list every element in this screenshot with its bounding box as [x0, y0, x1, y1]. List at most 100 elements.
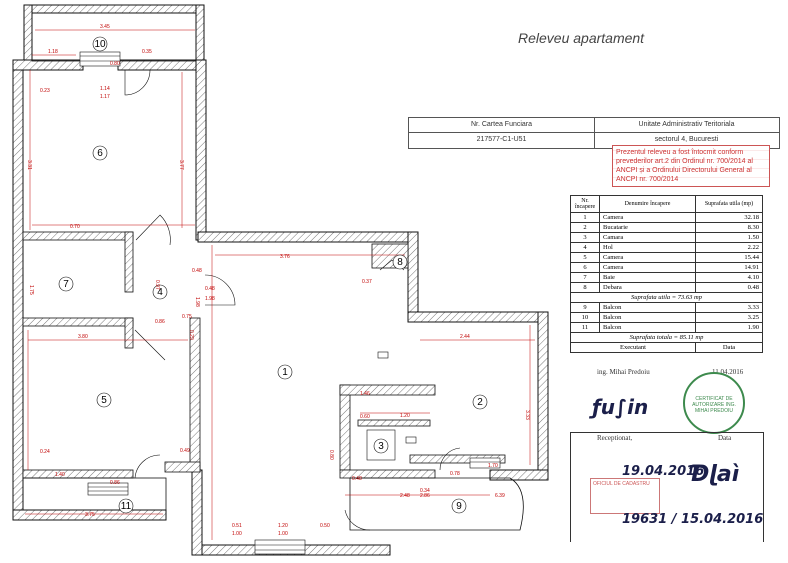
dimension-label: 2.44	[460, 334, 470, 340]
cell-name: Debara	[599, 282, 696, 293]
dimension-label: 3.33	[524, 410, 530, 420]
dimension-label: 3.77	[178, 160, 184, 170]
receipt-signature: Ɗɭaì	[690, 462, 740, 487]
dimension-label: 0.29	[188, 330, 194, 340]
cell-nr: 1	[570, 212, 600, 223]
room-marker	[96, 392, 112, 408]
cell-name: Camera	[599, 212, 696, 223]
receipt-data-label: Data	[718, 434, 732, 442]
dimension-label: 1.98	[205, 296, 215, 302]
dimension-label: 0.86	[155, 319, 165, 325]
cell-name: Camera	[599, 252, 696, 263]
dimension-label: 0.86	[110, 480, 120, 486]
cell-name: Balcon	[599, 302, 696, 313]
header-nr: Nr. încapere	[570, 195, 600, 213]
dimension-label: 0.49	[180, 448, 190, 454]
cell-area: 8.30	[695, 222, 763, 233]
cell-area: 4.10	[695, 272, 763, 283]
dimension-label: 0.70	[70, 224, 80, 230]
dimension-label: 2.86	[420, 493, 430, 499]
receipt-hand-ref: 19631 / 15.04.2016	[622, 512, 764, 527]
cell-nr: 2	[570, 222, 600, 233]
receipt-hand-date: 19.04.2016	[622, 464, 705, 479]
dimension-label: 1.98	[194, 297, 200, 307]
dimension-label: 1.17	[100, 94, 110, 100]
dimension-label: 1.75	[28, 285, 34, 295]
dimension-label: 3.45	[100, 24, 110, 30]
dimension-label: 0.48	[192, 268, 202, 274]
room-number: 10	[94, 39, 106, 50]
doors	[124, 69, 461, 531]
page-title: Releveu apartament	[518, 30, 645, 46]
dimension-label: 3.80	[78, 334, 88, 340]
dimension-label: 0.80	[110, 61, 120, 67]
dimension-label: 0.35	[142, 49, 152, 55]
cell-nr: 4	[570, 242, 600, 253]
room-marker	[277, 364, 293, 380]
room-number: 9	[456, 501, 462, 512]
dimension-label: 1.70	[488, 463, 498, 469]
dimension-label: 0.97	[154, 280, 160, 290]
dimension-label: 0.34	[420, 488, 430, 494]
cell-area: 1.50	[695, 232, 763, 243]
room-marker	[92, 145, 108, 161]
cell-name: Hol	[599, 242, 696, 253]
receipt-label: Receptionat,	[597, 434, 633, 442]
executant-signature: ƒu∫in	[592, 395, 649, 419]
windows	[79, 51, 501, 555]
dimension-label: 3.75	[85, 512, 95, 518]
dimension-label: 0.80	[328, 450, 334, 460]
divider	[570, 432, 763, 433]
room-number: 8	[397, 257, 403, 268]
cell-name: Camara	[599, 232, 696, 243]
dimension-label: 3.76	[280, 254, 290, 260]
dimension-label: 2.48	[400, 493, 410, 499]
dimension-label: 0.60	[360, 414, 370, 420]
room-number: 11	[121, 501, 132, 512]
dimension-label: 0.75	[182, 314, 192, 320]
room-number: 6	[97, 148, 103, 159]
grand-total: Suprafata totala = 85.11 mp	[570, 332, 763, 343]
cell-area: 14.91	[695, 262, 763, 273]
room-marker	[373, 438, 389, 454]
room-number: 5	[101, 395, 107, 406]
cell-nr: 11	[570, 322, 600, 333]
header-name: Denumire încapere	[599, 195, 696, 213]
col2-value: sectorul 4, Bucuresti	[654, 136, 719, 143]
room-marker	[392, 254, 408, 270]
cell-area: 0.48	[695, 282, 763, 293]
cadastre-seal: OFICIUL DE CADASTRU	[590, 478, 660, 514]
cell-area: 1.90	[695, 322, 763, 333]
cell-nr: 6	[570, 262, 600, 273]
useful-total: Suprafata utila = 73.63 mp	[570, 292, 763, 303]
authorization-seal: CERTIFICAT DE AUTORIZARE ING. MIHAI PRED…	[683, 372, 745, 434]
cell-nr: 7	[570, 272, 600, 283]
dimension-label: 0.23	[40, 88, 50, 94]
executant-name: ing. Mihai Predoiu	[597, 368, 650, 376]
room-number: 2	[477, 397, 483, 408]
property-form: Nr. Cartea Funciara Unitate Administrati…	[408, 117, 780, 149]
dimension-label: 0.78	[450, 471, 460, 477]
dimension-label: 0.51	[232, 523, 242, 529]
cell-area: 2.22	[695, 242, 763, 253]
dimension-label: 1.00	[278, 531, 288, 537]
header-area: Suprafata utila (mp)	[695, 195, 763, 213]
cell-name: Baie	[599, 272, 696, 283]
fixtures	[366, 351, 417, 461]
dimension-lines	[25, 29, 535, 540]
dimension-label: 0.48	[352, 476, 362, 482]
room-marker	[58, 276, 74, 292]
room-marker	[92, 36, 108, 52]
dimension-label: 0.48	[205, 286, 215, 292]
room-marker	[118, 498, 134, 514]
dimension-label: 1.14	[100, 86, 110, 92]
dimension-label: 0.24	[40, 449, 50, 455]
